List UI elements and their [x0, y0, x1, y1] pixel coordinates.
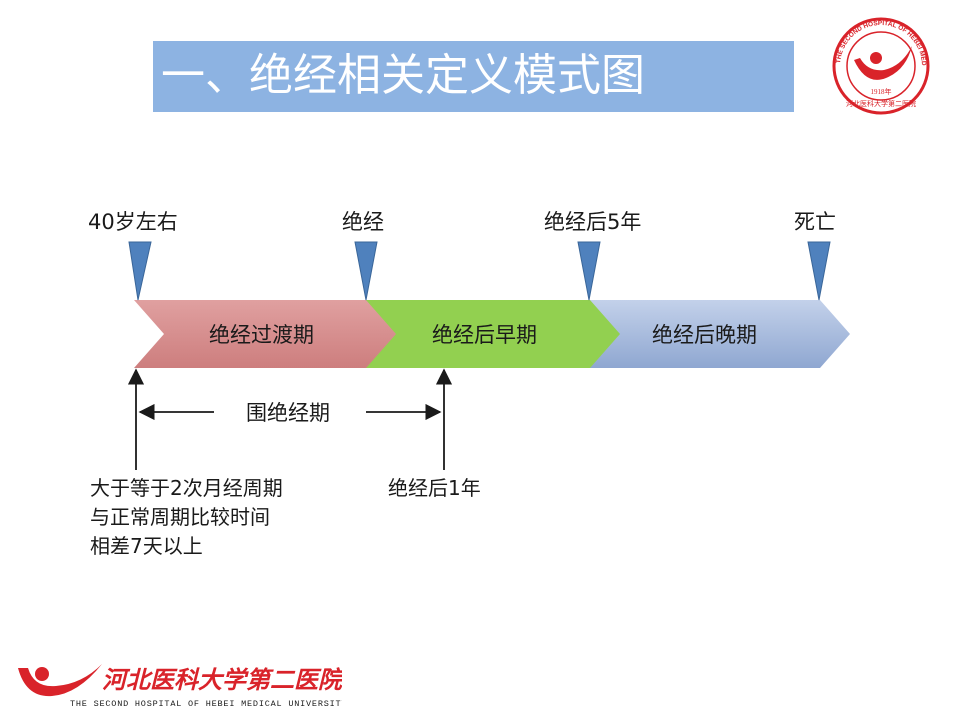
marker-label-death: 死亡 — [794, 210, 836, 234]
start-note-line-3: 相差7天以上 — [90, 534, 203, 558]
hospital-seal-logo: THE SECOND HOSPITAL OF HEBEI MEDICAL UNI… — [820, 12, 930, 115]
marker-label-5-years-after: 绝经后5年 — [544, 210, 642, 234]
footer-hospital-logo: 河北医科大学第二医院 THE SECOND HOSPITAL OF HEBEI … — [18, 664, 342, 709]
page-title: 一、绝经相关定义模式图 — [161, 50, 645, 101]
footer-en-name: THE SECOND HOSPITAL OF HEBEI MEDICAL UNI… — [70, 699, 342, 709]
seal-bottom-text: 河北医科大学第二医院 — [846, 99, 916, 108]
phase-band-late-postmenopause — [585, 300, 850, 368]
start-note-line-1: 大于等于2次月经周期 — [90, 476, 283, 500]
seal-year: 1918年 — [871, 87, 892, 96]
marker-pin-death — [807, 241, 831, 301]
marker-pin-menopause — [354, 241, 378, 301]
start-note-line-2: 与正常周期比较时间 — [90, 505, 270, 529]
phase-label-early-postmenopause: 绝经后早期 — [432, 323, 537, 347]
marker-pin-age-40 — [128, 241, 152, 301]
title-bar: 一、绝经相关定义模式图 — [153, 41, 794, 112]
phase-band-early-postmenopause — [362, 300, 620, 368]
marker-label-age-40: 40岁左右 — [88, 210, 178, 234]
end-note-one-year-after: 绝经后1年 — [388, 476, 481, 500]
marker-pin-5-years-after — [577, 241, 601, 301]
marker-label-menopause: 绝经 — [342, 210, 384, 234]
phase-label-late-postmenopause: 绝经后晚期 — [652, 323, 757, 347]
footer-cn-name: 河北医科大学第二医院 — [102, 667, 342, 694]
perimenopause-label: 围绝经期 — [246, 401, 330, 425]
phase-band-menopausal-transition — [134, 300, 396, 368]
phase-label-menopausal-transition: 绝经过渡期 — [209, 323, 314, 347]
